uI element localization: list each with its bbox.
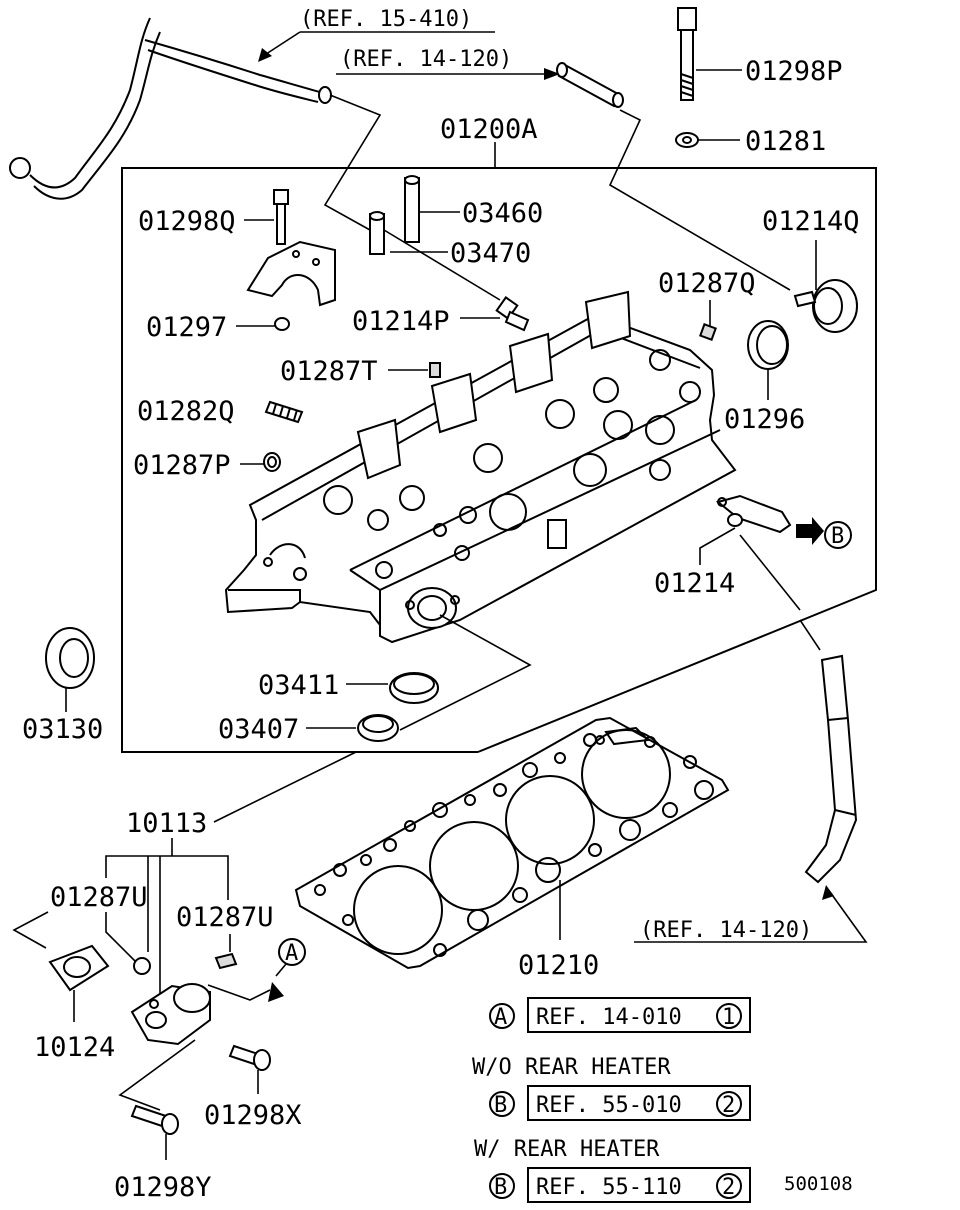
label-10113: 10113 xyxy=(126,808,207,839)
legend-num-B2: 2 xyxy=(722,1175,735,1200)
legend-marker-A: A xyxy=(494,1005,507,1030)
sensor-01214 xyxy=(715,494,792,534)
legend-marker-B1: B xyxy=(494,1093,507,1118)
plug-01287U-left xyxy=(133,957,151,975)
label-01287U-right: 01287U xyxy=(176,902,274,933)
legend-wo-rear-heater: W/O REAR HEATER xyxy=(472,1055,671,1080)
label-01287P: 01287P xyxy=(133,450,231,481)
dowel-pin xyxy=(274,317,290,331)
legend-row-A: A REF. 14-010 1 xyxy=(489,997,751,1033)
arrow-to-B xyxy=(796,517,824,545)
water-pipe xyxy=(556,62,624,108)
legend-num-A: 1 xyxy=(722,1005,735,1030)
legend-marker-B2: B xyxy=(494,1175,507,1200)
cam-bearing-cap xyxy=(246,240,336,307)
plug-01287T xyxy=(429,362,441,378)
cam-cap-bolt xyxy=(273,189,289,245)
label-03407: 03407 xyxy=(218,714,299,745)
label-01281: 01281 xyxy=(745,126,826,157)
legend-row-B1: B REF. 55-010 2 xyxy=(489,1085,751,1121)
breather-hose xyxy=(9,17,332,200)
label-10124: 10124 xyxy=(34,1032,115,1063)
label-01200A: 01200A xyxy=(440,114,538,145)
bolt-01298Y xyxy=(130,1104,179,1135)
oil-seal-03130 xyxy=(45,627,95,689)
plug-01287Q xyxy=(699,323,717,341)
plug-01296 xyxy=(747,320,789,370)
legend-num-B1: 2 xyxy=(722,1093,735,1118)
bolt-01298X xyxy=(228,1044,271,1071)
label-01297: 01297 xyxy=(146,312,227,343)
label-01214P: 01214P xyxy=(352,306,450,337)
legend-w-rear-heater: W/ REAR HEATER xyxy=(474,1137,660,1162)
plug-01287P xyxy=(263,452,281,472)
label-01210: 01210 xyxy=(518,950,599,981)
diagram-id: 500108 xyxy=(784,1173,853,1195)
legend-ref-A: REF. 14-010 xyxy=(536,1005,682,1030)
valve-guide-short xyxy=(369,211,385,255)
label-01298Y: 01298Y xyxy=(114,1172,212,1203)
label-01214: 01214 xyxy=(654,568,735,599)
label-01287U-left: 01287U xyxy=(50,882,148,913)
legend-ref-B1: REF. 55-010 xyxy=(536,1093,682,1118)
valve-guide-long xyxy=(404,175,420,243)
label-01287Q: 01287Q xyxy=(658,268,756,299)
marker-B-diagram: B xyxy=(831,524,844,549)
marker-A-diagram: A xyxy=(285,941,298,966)
label-01296: 01296 xyxy=(724,404,805,435)
label-01287T: 01287T xyxy=(280,356,378,387)
gasket-10124 xyxy=(48,944,110,992)
assembly-frame xyxy=(121,167,877,753)
legend-row-B2: B REF. 55-110 2 xyxy=(489,1167,751,1203)
ref-14-120-top: (REF. 14-120) xyxy=(340,47,512,72)
label-03130: 03130 xyxy=(22,714,103,745)
label-01282Q: 01282Q xyxy=(137,396,235,427)
head-gasket-01210 xyxy=(294,716,730,970)
label-01298Q: 01298Q xyxy=(138,206,236,237)
seal-03407 xyxy=(357,714,399,742)
legend-ref-B2: REF. 55-110 xyxy=(536,1175,682,1200)
head-bolt xyxy=(677,7,697,101)
label-01298P: 01298P xyxy=(745,56,843,87)
thermostat-housing xyxy=(130,983,211,1046)
heater-hose xyxy=(804,654,858,884)
cam-plug-01214Q xyxy=(793,279,858,333)
bolt-washer xyxy=(675,132,699,148)
ref-15-410: (REF. 15-410) xyxy=(300,7,472,32)
label-01214Q: 01214Q xyxy=(762,206,860,237)
seal-03411 xyxy=(389,672,439,704)
ref-14-120-bottom: (REF. 14-120) xyxy=(640,918,812,943)
plug-01287U-right xyxy=(214,952,238,970)
label-01298X: 01298X xyxy=(204,1100,302,1131)
label-03460: 03460 xyxy=(462,198,543,229)
label-03470: 03470 xyxy=(450,238,531,269)
fitting-01214P xyxy=(495,296,530,332)
label-03411: 03411 xyxy=(258,670,339,701)
